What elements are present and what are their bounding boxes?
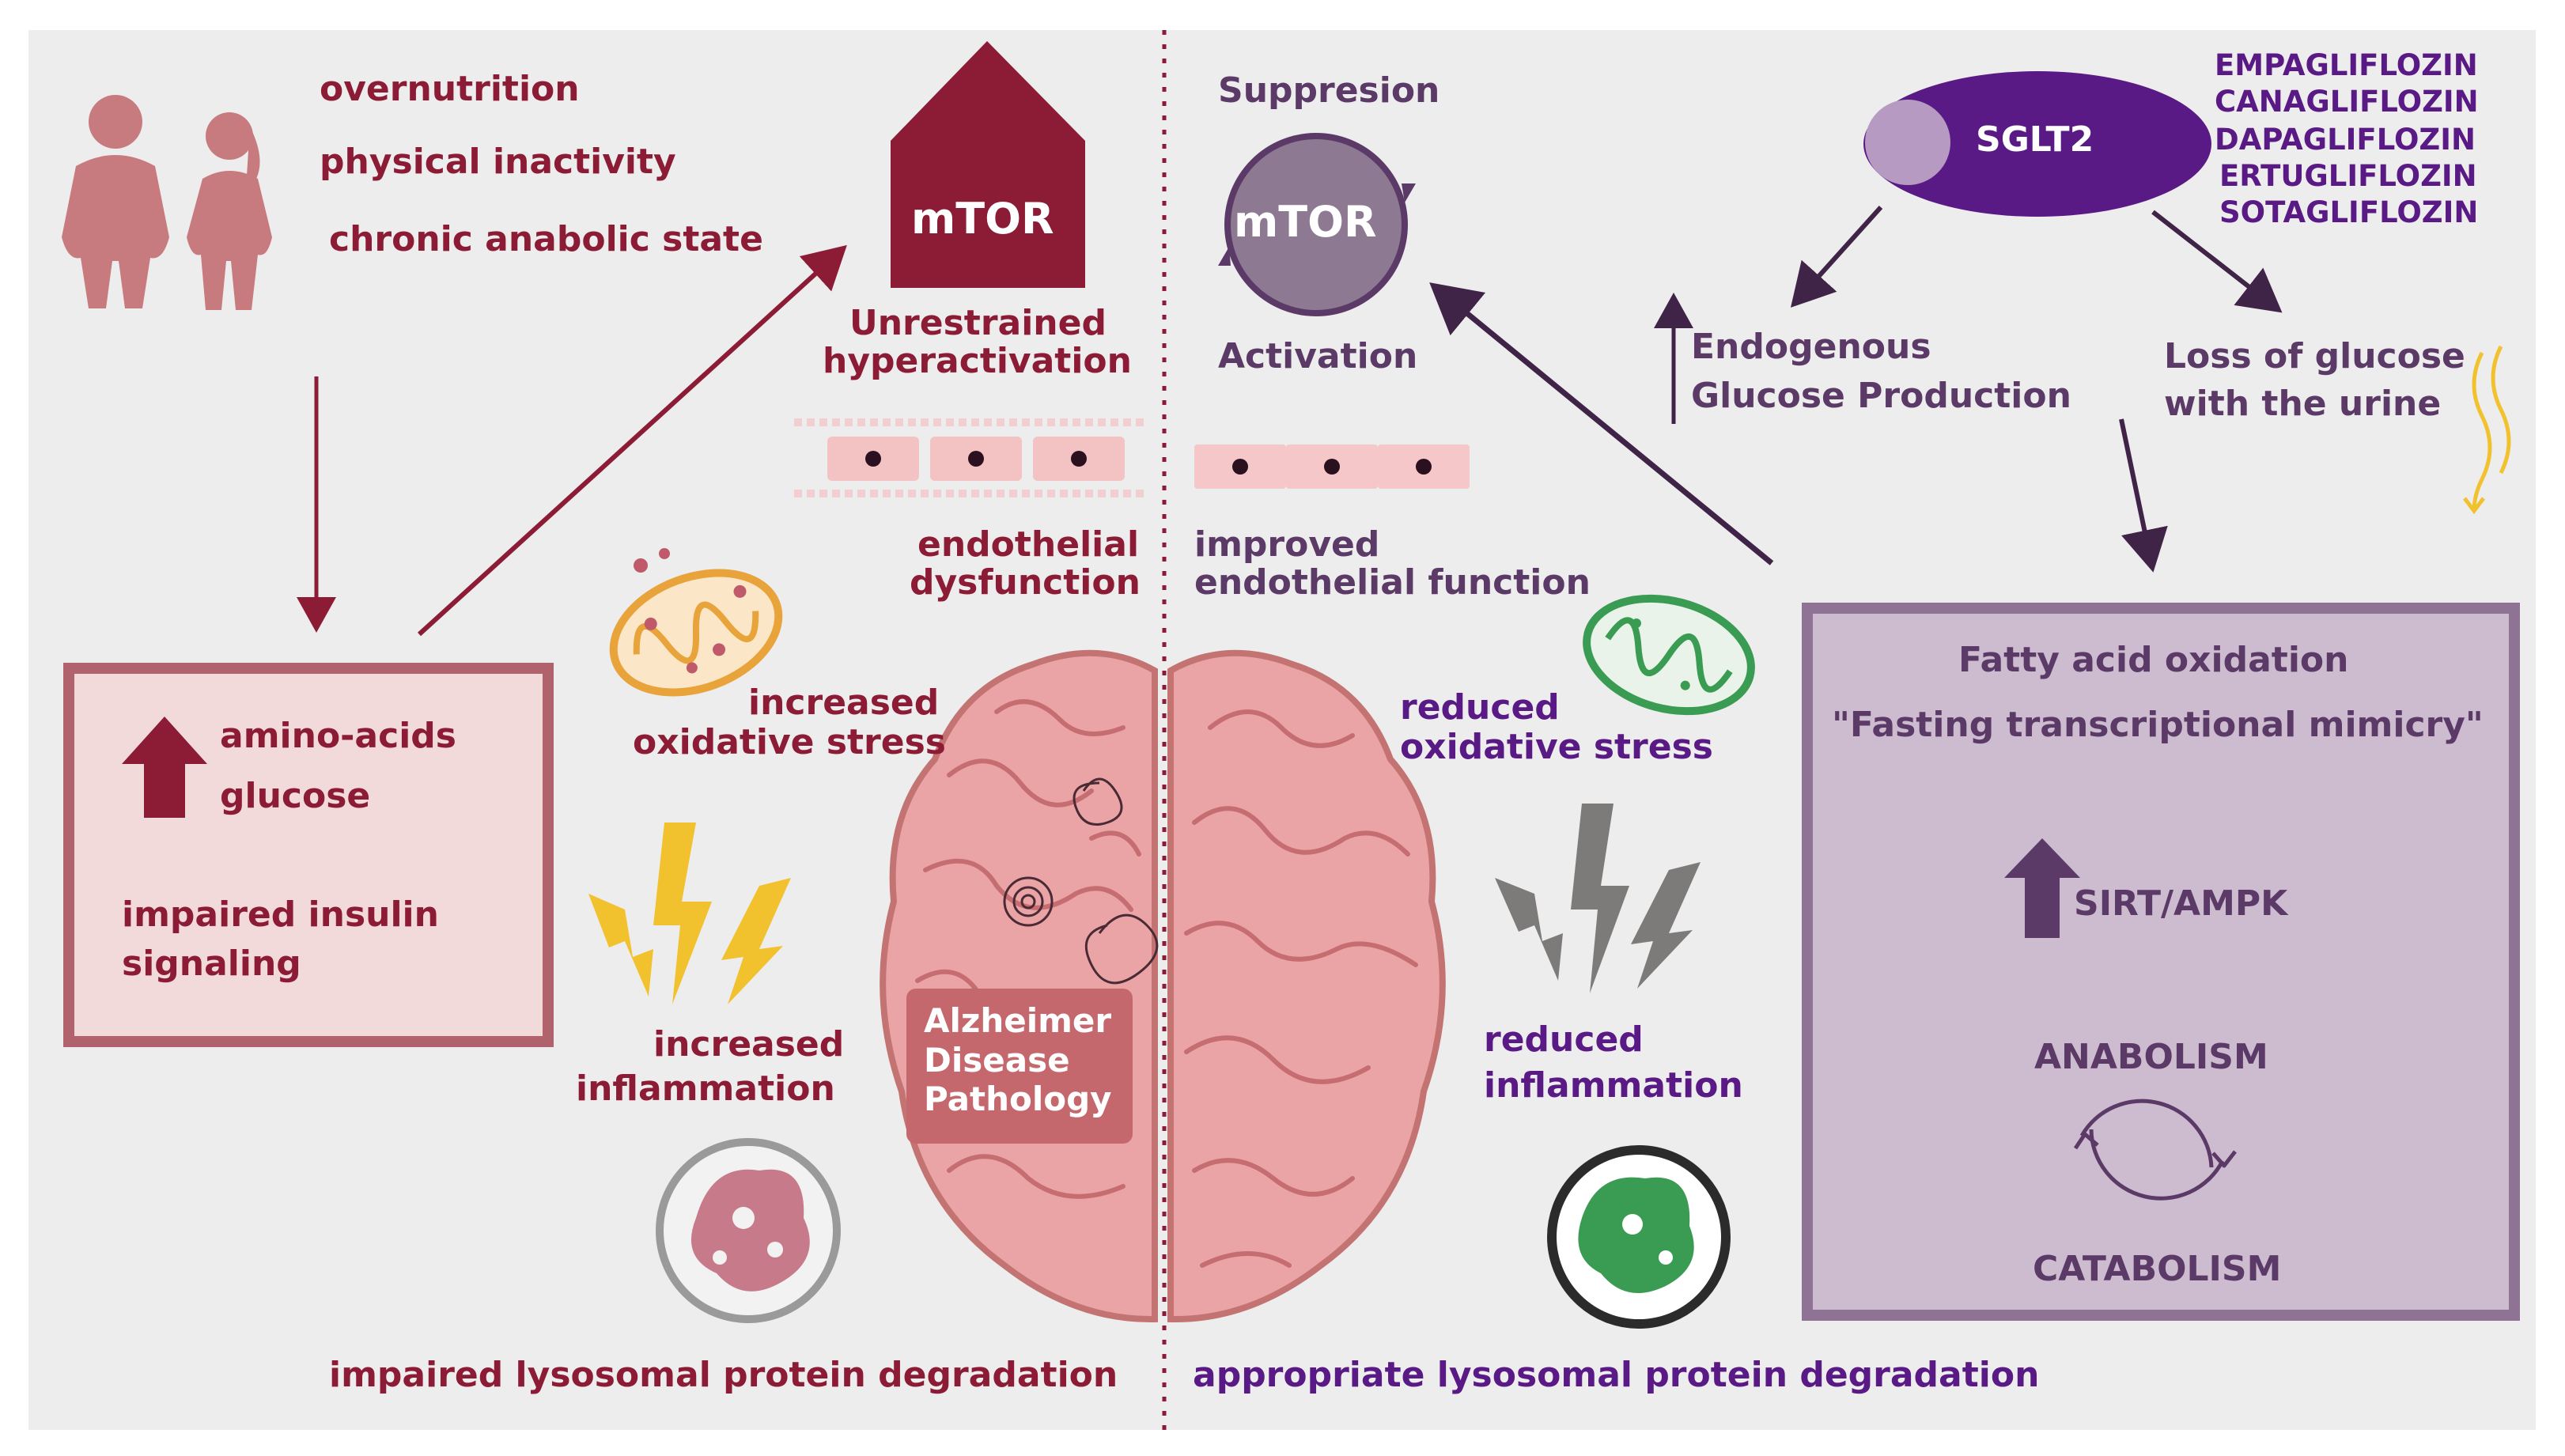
box-left-text: amino-acids — [220, 716, 456, 756]
risk-factor: chronic anabolic state — [329, 219, 763, 259]
up-arrow-icon — [122, 717, 207, 818]
alzheimer-pathology-label: Alzheimer Disease Pathology — [906, 989, 1133, 1144]
endothelial-label-left: endothelial — [917, 524, 1140, 565]
fatty-acid-box-right — [1802, 603, 2520, 1321]
drug-name: ERTUGLIFLOZIN — [2219, 159, 2477, 193]
egp-label: Glucose Production — [1691, 376, 2071, 416]
mtor-caption: Unrestrained — [849, 303, 1107, 343]
arrow-sglt2-to-urine — [2151, 210, 2283, 313]
oxidative-label-right: oxidative stress — [1400, 727, 1713, 767]
fatty-acid-subtitle: "Fasting transcriptional mimicry" — [1832, 705, 2484, 745]
urine-label: Loss of glucose — [2164, 336, 2465, 376]
lightning-icon — [588, 823, 791, 1004]
drug-name: DAPAGLIFLOZIN — [2215, 123, 2476, 157]
lysosome-icon — [656, 1138, 841, 1323]
activation-label: Activation — [1218, 336, 1418, 376]
sglt2-pill-icon — [1863, 71, 2211, 217]
catabolism-label: CATABOLISM — [2033, 1249, 2282, 1289]
oxidative-label-left: increased — [748, 683, 940, 723]
egp-label: Endogenous — [1691, 327, 1931, 367]
mitochondrion-icon — [609, 569, 783, 697]
risk-factor: overnutrition — [320, 69, 580, 109]
inflammation-label-right: reduced — [1484, 1019, 1644, 1060]
mtor-label-right: mTOR — [1234, 197, 1377, 247]
people-icon — [62, 95, 272, 310]
oxidative-label-right: reduced — [1400, 687, 1560, 728]
endothelial-label-right: improved — [1194, 524, 1380, 565]
inflammation-label-left: increased — [653, 1024, 845, 1065]
ad-label-line: Disease — [924, 1040, 1070, 1080]
box-left-text: glucose — [220, 776, 371, 816]
ros-dot — [634, 558, 648, 573]
mitochondrion-icon — [1583, 594, 1755, 716]
inflammation-label-right: inflammation — [1484, 1065, 1743, 1106]
lightning-icon — [1495, 804, 1701, 993]
box-left-text: impaired insulin — [122, 894, 439, 935]
lysosomal-label-right: appropriate lysosomal protein degradatio… — [1193, 1355, 2040, 1395]
lysosomal-label-left: impaired lysosomal protein degradation — [329, 1355, 1118, 1395]
ad-label-line: Alzheimer — [924, 1001, 1112, 1040]
endothelial-cells-left — [794, 418, 1147, 497]
suppression-label: Suppresion — [1218, 70, 1440, 111]
drug-name: SOTAGLIFLOZIN — [2219, 195, 2479, 229]
drug-name: CANAGLIFLOZIN — [2215, 85, 2479, 119]
ros-dot — [659, 548, 670, 559]
metabolic-box-left — [63, 663, 554, 1047]
up-arrow-icon — [2004, 838, 2080, 938]
lysosome-icon — [1547, 1145, 1731, 1329]
inflammation-label-left: inflammation — [576, 1068, 835, 1109]
cycle-arrows-icon — [2073, 1099, 2237, 1201]
endothelial-label-right: endothelial function — [1194, 562, 1591, 603]
urine-wave-icon — [2463, 345, 2511, 515]
arrow-to-fatty-acid-box — [2119, 418, 2168, 573]
ad-label-line: Pathology — [924, 1080, 1112, 1119]
box-left-text: signaling — [122, 944, 301, 984]
risk-factor: physical inactivity — [320, 142, 676, 182]
anabolism-label: ANABOLISM — [2034, 1037, 2268, 1077]
oxidative-label-left: oxidative stress — [633, 722, 946, 762]
drug-name: EMPAGLIFLOZIN — [2215, 48, 2478, 82]
arrow-to-mtor-left — [417, 244, 847, 637]
sglt2-label: SGLT2 — [1976, 119, 2094, 160]
urine-label: with the urine — [2164, 384, 2442, 424]
fatty-acid-title: Fatty acid oxidation — [1958, 640, 2349, 680]
arrow-to-mtor-right — [1429, 282, 1774, 565]
mtor-caption: hyperactivation — [823, 341, 1132, 381]
mtor-label-left: mTOR — [911, 194, 1054, 244]
endothelial-label-left: dysfunction — [910, 562, 1141, 603]
arrow-sglt2-to-egp — [1790, 205, 1883, 308]
endothelial-cells-right — [1194, 444, 1470, 489]
brain-icon — [880, 649, 1446, 1323]
sirt-ampk-label: SIRT/AMPK — [2074, 883, 2288, 924]
mtor-house-icon — [891, 41, 1085, 288]
mtor-cycle-icon — [1218, 133, 1416, 316]
